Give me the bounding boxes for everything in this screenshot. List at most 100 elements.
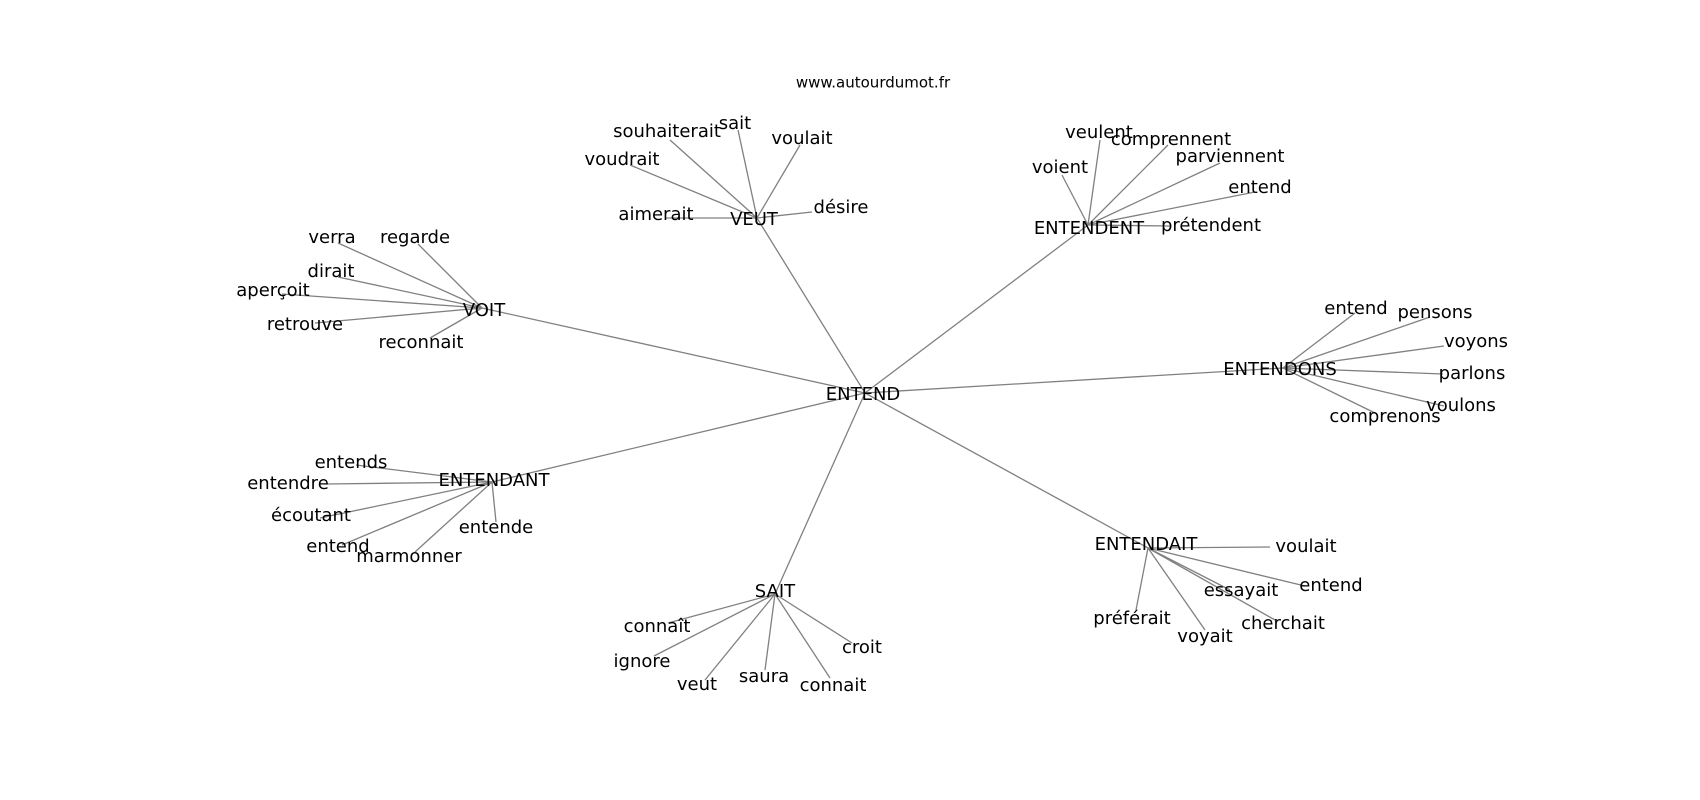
edge-voit-leaf-1 <box>417 243 483 309</box>
leaf-node-sait-3[interactable]: saura <box>739 666 789 687</box>
edge-center-entendant <box>491 392 866 483</box>
center-word-node[interactable]: ENTEND <box>826 384 901 405</box>
edge-entendons-leaf-2 <box>1282 345 1445 369</box>
hub-node-entendait[interactable]: ENTENDAIT <box>1095 534 1199 555</box>
leaf-node-entendons-0[interactable]: entend <box>1324 298 1387 319</box>
leaf-node-entendent-5[interactable]: prétendent <box>1161 215 1261 236</box>
edge-veut-leaf-3 <box>629 164 758 219</box>
edge-sait-leaf-3 <box>764 593 776 671</box>
leaf-node-voit-4[interactable]: retrouve <box>267 314 343 335</box>
leaf-node-entendent-2[interactable]: voient <box>1032 157 1088 178</box>
edge-entendent-leaf-4 <box>1087 191 1256 226</box>
leaf-node-entendant-4[interactable]: marmonner <box>356 546 462 567</box>
edge-entendait-leaf-5 <box>1147 547 1206 631</box>
edge-entendent-leaf-1 <box>1087 144 1169 226</box>
leaf-node-voit-1[interactable]: regarde <box>380 227 450 248</box>
edge-voit-leaf-5 <box>429 307 483 339</box>
edge-entendant-leaf-5 <box>491 481 497 523</box>
edge-voit-leaf-4 <box>314 307 483 324</box>
leaf-node-entendait-4[interactable]: préférait <box>1093 608 1170 629</box>
edge-entendait-leaf-1 <box>1147 547 1306 587</box>
edge-entendons-leaf-0 <box>1282 312 1356 369</box>
edges-layer <box>281 129 1445 681</box>
leaf-node-entendant-3[interactable]: entend <box>306 536 369 557</box>
leaf-node-voit-5[interactable]: reconnait <box>379 332 464 353</box>
edge-entendons-leaf-1 <box>1282 316 1431 369</box>
leaf-node-entendait-5[interactable]: voyait <box>1177 626 1232 647</box>
leaf-node-sait-0[interactable]: connaît <box>624 616 691 637</box>
leaf-node-entendait-1[interactable]: entend <box>1299 575 1362 596</box>
leaf-node-entendent-0[interactable]: veulent <box>1065 122 1133 143</box>
edge-center-entendait <box>864 392 1149 549</box>
edge-entendant-leaf-2 <box>319 481 493 519</box>
edge-entendent-leaf-2 <box>1061 174 1089 226</box>
hub-node-sait[interactable]: SAIT <box>755 581 796 602</box>
edge-voit-leaf-2 <box>337 276 483 309</box>
edge-entendait-leaf-2 <box>1147 547 1231 591</box>
leaf-node-entendant-1[interactable]: entendre <box>247 473 329 494</box>
edge-entendons-leaf-3 <box>1282 367 1444 375</box>
edge-voit-leaf-0 <box>337 242 483 309</box>
labels-layer: www.autourdumot.fr ENTEND VEUT souhaiterai… <box>236 74 1508 697</box>
edge-center-sait <box>774 392 866 595</box>
leaf-node-entendons-3[interactable]: parlons <box>1439 363 1506 384</box>
edge-center-veut <box>756 217 866 394</box>
leaf-node-veut-0[interactable]: souhaiterait <box>613 121 721 142</box>
leaf-node-entendons-1[interactable]: pensons <box>1397 302 1472 323</box>
leaf-node-veut-4[interactable]: aimerait <box>618 204 693 225</box>
leaf-node-veut-2[interactable]: voulait <box>771 128 832 149</box>
leaf-node-veut-5[interactable]: désire <box>814 197 869 218</box>
edge-entendait-leaf-3 <box>1147 547 1276 621</box>
edge-entendent-leaf-3 <box>1087 162 1221 226</box>
edge-entendons-leaf-5 <box>1282 367 1376 414</box>
edge-veut-leaf-5 <box>756 211 813 219</box>
leaf-node-sait-4[interactable]: connait <box>800 675 867 696</box>
leaf-node-sait-2[interactable]: veut <box>677 674 717 695</box>
edge-veut-leaf-0 <box>669 139 758 219</box>
leaf-node-veut-1[interactable]: sait <box>719 113 751 134</box>
edge-center-entendent <box>864 224 1089 394</box>
hub-node-entendons[interactable]: ENTENDONS <box>1223 359 1337 380</box>
leaf-node-entendant-0[interactable]: entends <box>315 452 388 473</box>
hub-node-entendent[interactable]: ENTENDENT <box>1034 218 1145 239</box>
leaf-node-entendait-2[interactable]: essayait <box>1204 580 1279 601</box>
leaf-node-entendons-5[interactable]: comprenons <box>1329 406 1440 427</box>
leaf-node-entendait-3[interactable]: cherchait <box>1241 613 1325 634</box>
edge-entendant-leaf-3 <box>341 481 493 546</box>
edge-center-voit <box>481 307 866 394</box>
leaf-node-entendent-3[interactable]: parviennent <box>1176 146 1285 167</box>
hub-node-voit[interactable]: VOIT <box>463 300 506 321</box>
leaf-node-entendant-5[interactable]: entende <box>459 517 534 538</box>
leaf-node-veut-3[interactable]: voudrait <box>585 149 660 170</box>
edge-entendant-leaf-4 <box>414 481 493 553</box>
edge-entendent-leaf-5 <box>1087 224 1171 227</box>
edge-veut-leaf-2 <box>756 144 801 219</box>
hub-node-veut[interactable]: VEUT <box>730 209 779 230</box>
edge-sait-leaf-5 <box>774 593 853 644</box>
edge-entendons-leaf-4 <box>1282 367 1445 407</box>
edge-entendait-leaf-0 <box>1147 546 1271 549</box>
site-watermark: www.autourdumot.fr <box>796 74 951 92</box>
hub-node-entendant[interactable]: ENTENDANT <box>439 470 551 491</box>
leaf-node-voit-2[interactable]: dirait <box>308 261 355 282</box>
edge-entendant-leaf-0 <box>355 464 493 483</box>
edge-entendait-leaf-4 <box>1135 547 1149 611</box>
leaf-node-entendons-2[interactable]: voyons <box>1444 331 1508 352</box>
leaf-node-entendent-4[interactable]: entend <box>1228 177 1291 198</box>
edge-sait-leaf-1 <box>653 593 776 657</box>
edge-entendent-leaf-0 <box>1087 139 1101 226</box>
leaf-node-entendant-2[interactable]: écoutant <box>271 505 351 526</box>
leaf-node-entendait-0[interactable]: voulait <box>1275 536 1336 557</box>
edge-sait-leaf-4 <box>774 593 831 679</box>
leaf-node-entendons-4[interactable]: voulons <box>1426 395 1496 416</box>
edge-sait-leaf-2 <box>704 593 776 681</box>
edge-sait-leaf-0 <box>667 593 776 624</box>
leaf-node-voit-3[interactable]: aperçoit <box>236 280 310 301</box>
leaf-node-sait-1[interactable]: ignore <box>614 651 671 672</box>
leaf-node-voit-0[interactable]: verra <box>308 227 355 248</box>
leaf-node-entendent-1[interactable]: comprennent <box>1111 129 1231 150</box>
edge-center-entendons <box>864 367 1284 394</box>
leaf-node-sait-5[interactable]: croit <box>842 637 882 658</box>
